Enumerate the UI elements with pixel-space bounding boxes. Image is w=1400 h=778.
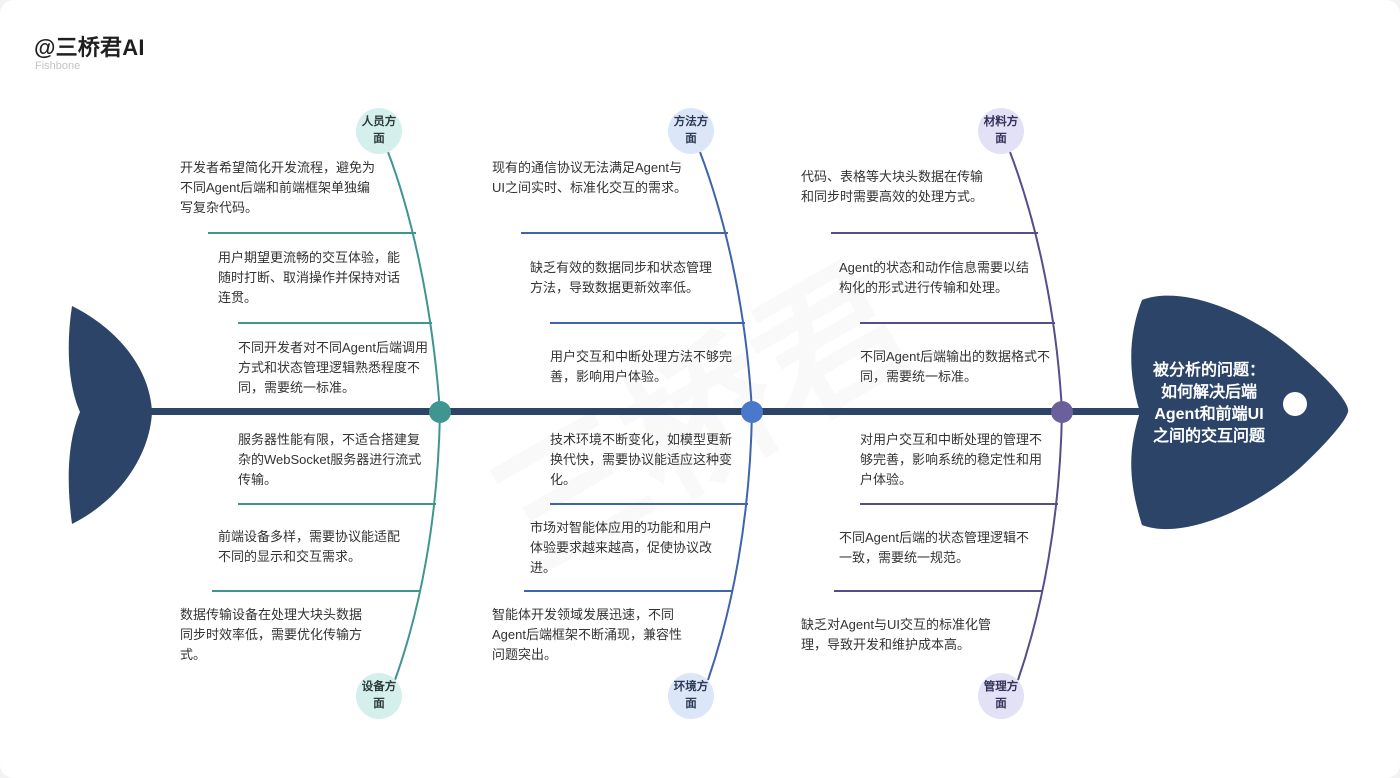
bone-method [699, 151, 753, 413]
cause-environment-3: 智能体开发领域发展迅速，不同Agent后端框架不断涌现，兼容性问题突出。 [492, 607, 682, 662]
category-equipment[interactable]: 设备方面 [356, 673, 402, 719]
cause-method-2: 缺乏有效的数据同步和状态管理方法，导致数据更新效率低。 [530, 260, 713, 295]
bone-equipment [394, 411, 441, 681]
problem-statement: 被分析的问题： 如何解决后端 Agent和前端UI 之间的交互问题 [1143, 360, 1275, 448]
category-management[interactable]: 管理方面 [978, 673, 1024, 719]
bone-management [1017, 411, 1063, 681]
fish-spine [148, 408, 1148, 415]
bone-people [387, 151, 441, 413]
cause-people-3: 不同开发者对不同Agent后端调用方式和状态管理逻辑熟悉程度不同，需要统一标准。 [238, 340, 428, 395]
junction-method [741, 401, 763, 423]
fish-tail [68, 306, 152, 524]
problem-line-1: 如何解决后端 [1160, 384, 1257, 401]
problem-line-2: Agent和前端UI [1154, 406, 1264, 423]
cause-material-1: 代码、表格等大块头数据在传输和同步时需要高效的处理方式。 [801, 169, 984, 204]
diagram-type-label: Fishbone [35, 60, 81, 72]
cause-environment-2: 市场对智能体应用的功能和用户体验要求越来越高，促使协议改进。 [530, 520, 713, 575]
fish-eye [1283, 392, 1307, 416]
junction-people [429, 401, 451, 423]
category-method[interactable]: 方法方面 [668, 108, 714, 154]
cause-equipment-3: 数据传输设备在处理大块头数据同步时效率低，需要优化传输方式。 [180, 607, 363, 662]
bone-environment [707, 411, 753, 681]
bone-material [1009, 151, 1063, 413]
cause-method-3: 用户交互和中断处理方法不够完善，影响用户体验。 [550, 349, 733, 384]
cause-people-2: 用户期望更流畅的交互体验，能随时打断、取消操作并保持对话连贯。 [218, 250, 401, 305]
problem-line-3: 之间的交互问题 [1152, 428, 1265, 445]
cause-environment-1: 技术环境不断变化，如模型更新换代快，需要协议能适应这种变化。 [550, 432, 733, 487]
category-environment[interactable]: 环境方面 [668, 673, 714, 719]
cause-equipment-2: 前端设备多样，需要协议能适配不同的显示和交互需求。 [218, 529, 401, 564]
cause-material-3: 不同Agent后端输出的数据格式不同，需要统一标准。 [860, 349, 1050, 384]
cause-management-1: 对用户交互和中断处理的管理不够完善，影响系统的稳定性和用户体验。 [860, 432, 1043, 487]
junction-material [1051, 401, 1073, 423]
cause-material-2: Agent的状态和动作信息需要以结构化的形式进行传输和处理。 [839, 260, 1029, 295]
cause-equipment-1: 服务器性能有限，不适合搭建复杂的WebSocket服务器进行流式传输。 [238, 432, 422, 487]
brand-title: @三桥君AI [34, 35, 145, 60]
fish-head [1131, 295, 1349, 530]
cause-management-2: 不同Agent后端的状态管理逻辑不一致，需要统一规范。 [839, 530, 1029, 565]
cause-management-3: 缺乏对Agent与UI交互的标准化管理，导致开发和维护成本高。 [801, 617, 991, 652]
problem-label: 被分析的问题： [1152, 362, 1265, 379]
cause-method-1: 现有的通信协议无法满足Agent与UI之间实时、标准化交互的需求。 [492, 160, 688, 195]
category-material[interactable]: 材料方面 [978, 108, 1024, 154]
cause-people-1: 开发者希望简化开发流程，避免为不同Agent后端和前端框架单独编写复杂代码。 [180, 160, 376, 215]
category-people[interactable]: 人员方面 [356, 108, 402, 154]
